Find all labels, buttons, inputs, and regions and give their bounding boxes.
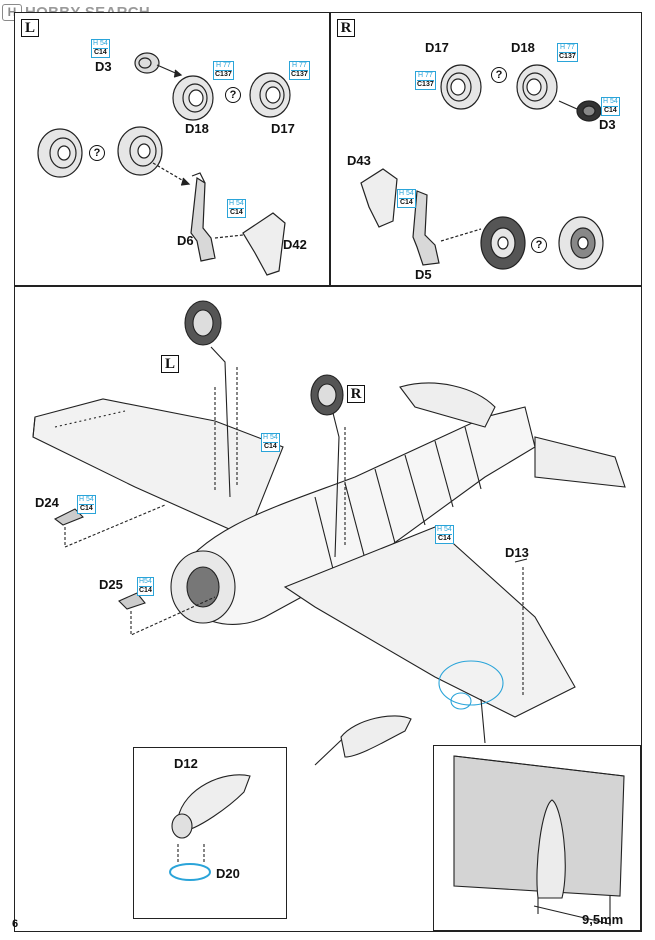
side-marker-left: L [161, 355, 179, 373]
question-icon: ? [491, 67, 507, 83]
label-d6: D6 [177, 233, 194, 248]
label-d3: D3 [95, 59, 112, 74]
left-gear-illustration [37, 52, 291, 276]
label-d17: D17 [271, 121, 295, 136]
side-marker-right: R [337, 19, 355, 37]
label-d3: D3 [599, 117, 616, 132]
side-marker-right: R [347, 385, 365, 403]
inset-wing-detail: 9,5mm [433, 745, 641, 931]
nav-light-illustration [169, 774, 251, 881]
question-icon: ? [89, 145, 105, 161]
wing-detail-illustration [453, 755, 625, 926]
label-d25: D25 [99, 577, 123, 592]
label-d17: D17 [425, 40, 449, 55]
label-d5: D5 [415, 267, 432, 282]
question-icon: ? [225, 87, 241, 103]
inset-nav-light: D12 D20 [133, 747, 287, 919]
right-gear-illustration [360, 64, 604, 270]
side-marker-left: L [21, 19, 39, 37]
label-d13: D13 [505, 545, 529, 560]
label-d42: D42 [283, 237, 307, 252]
aircraft-illustration [32, 300, 626, 766]
page-number: 6 [12, 918, 19, 930]
label-d18: D18 [511, 40, 535, 55]
label-d18: D18 [185, 121, 209, 136]
label-dimension: 9,5mm [582, 912, 624, 927]
label-d20: D20 [216, 866, 240, 881]
label-d24: D24 [35, 495, 59, 510]
question-icon: ? [531, 237, 547, 253]
label-d12: D12 [174, 756, 198, 771]
label-d43: D43 [347, 153, 371, 168]
